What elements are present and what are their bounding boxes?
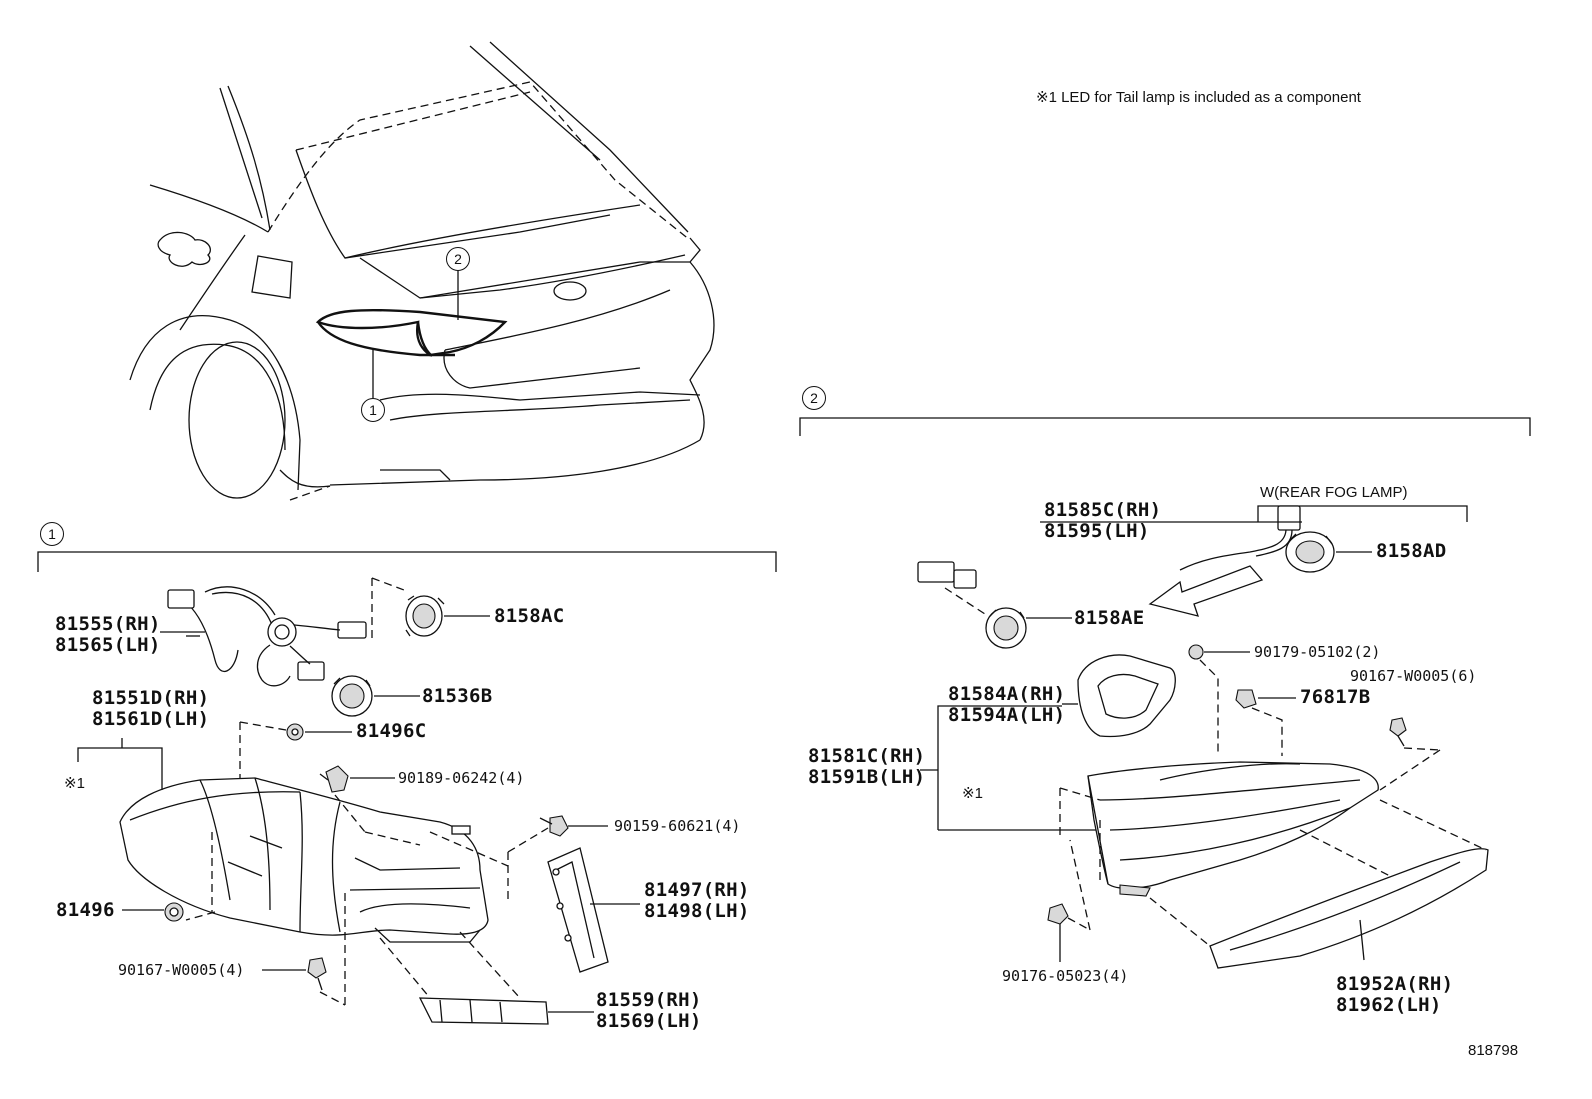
label-81585C-harness: 81585C(RH)81595(LH) (1044, 499, 1162, 542)
label-90179: 90179-05102(2) (1254, 643, 1381, 661)
label-90167-left: 90167-W0005(4) (118, 961, 245, 979)
car-rear-illustration (129, 41, 715, 501)
part-81559-reflector (418, 997, 549, 1025)
part-8158AE-socket (985, 607, 1027, 649)
part-81581C-tail-lamp (1087, 761, 1379, 897)
part-81585C-harness (917, 505, 1301, 589)
label-81555-harness: 81555(RH)81565(LH) (55, 613, 161, 656)
label-81559-reflector: 81559(RH)81569(LH) (596, 989, 702, 1032)
part-8158AC-socket (405, 595, 445, 637)
label-90189: 90189-06242(4) (398, 769, 525, 787)
part-81952A-garnish (1209, 848, 1489, 969)
label-81551D-lamp: 81551D(RH)81561D(LH) (92, 687, 210, 730)
label-8158AC: 8158AC (494, 605, 565, 627)
part-90189-screw (319, 765, 349, 793)
part-90167-screw-left (307, 957, 327, 991)
section-1-callout: 1 (40, 522, 64, 546)
label-81952A-garnish: 81952A(RH)81962(LH) (1336, 973, 1454, 1016)
figure-number: 818798 (1468, 1042, 1519, 1059)
label-81581C-lamp: 81581C(RH)81591B(LH) (808, 745, 926, 788)
label-90176: 90176-05023(4) (1002, 967, 1129, 985)
part-81551D-tail-lamp (119, 777, 489, 943)
asterisk-note-2: ※1 (962, 785, 983, 802)
rear-fog-lamp-option: W(REAR FOG LAMP) (1260, 484, 1408, 501)
label-76817B: 76817B (1300, 686, 1371, 708)
part-90176-clip (1047, 903, 1069, 925)
label-81584A-gasket: 81584A(RH)81594A(LH) (948, 683, 1066, 726)
section-2-callout: 2 (802, 386, 826, 410)
callout-2-car: 2 (446, 247, 470, 271)
part-90167-screw-right (1389, 717, 1407, 747)
part-81555-harness (167, 586, 367, 687)
label-90167-right: 90167-W0005(6) (1350, 667, 1477, 685)
label-8158AD: 8158AD (1376, 540, 1447, 562)
label-81496: 81496 (56, 899, 115, 921)
label-81497-gasket: 81497(RH)81498(LH) (644, 879, 750, 922)
callout-1-car: 1 (361, 398, 385, 422)
part-81584A-gasket (1077, 654, 1176, 738)
label-81496C: 81496C (356, 720, 427, 742)
part-8158AD-socket (1285, 531, 1335, 573)
part-81497-gasket (547, 847, 609, 973)
asterisk-note-1: ※1 (64, 775, 85, 792)
label-8158AE: 8158AE (1074, 607, 1145, 629)
component-note: ※1 LED for Tail lamp is included as a co… (1036, 89, 1361, 106)
label-81536B: 81536B (422, 685, 493, 707)
label-90159: 90159-60621(4) (614, 817, 741, 835)
part-81536B-socket (331, 675, 373, 717)
part-90159-screw (539, 815, 569, 837)
